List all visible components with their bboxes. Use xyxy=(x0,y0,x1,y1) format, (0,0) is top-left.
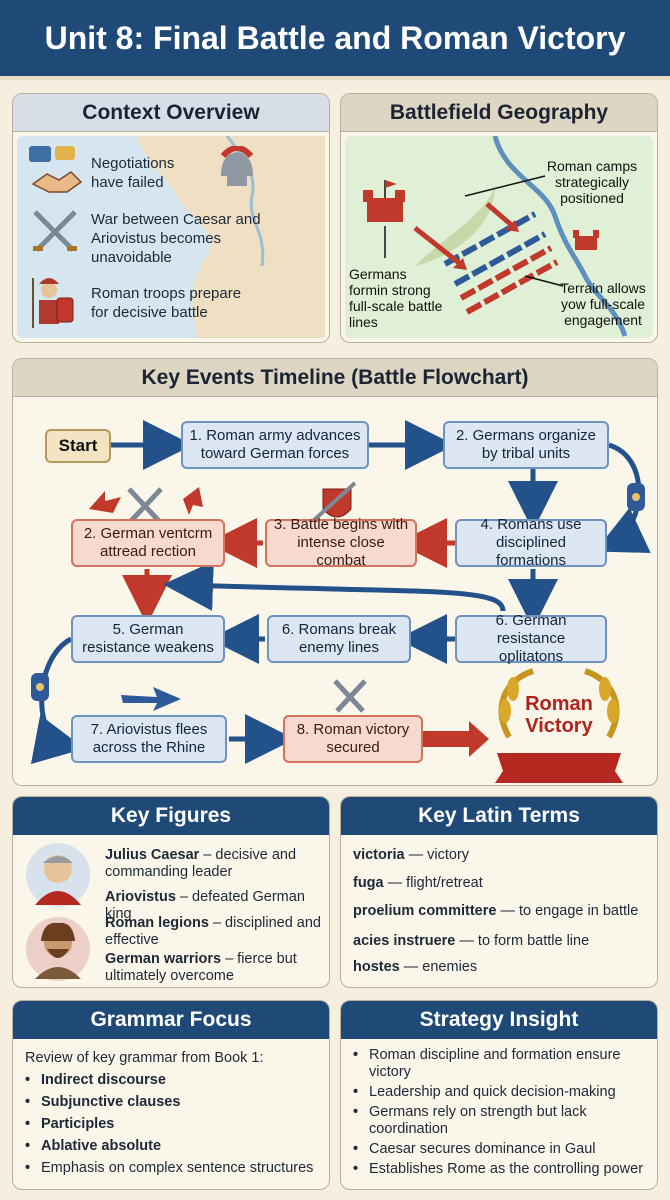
grammar-intro: Review of key grammar from Book 1: xyxy=(25,1050,264,1066)
caesar-portrait-icon xyxy=(26,843,90,907)
flow-node-2: 2. Germans organize by tribal units xyxy=(443,421,609,469)
key-latin-terms-panel: Key Latin Terms victoria — victory fuga … xyxy=(340,796,658,988)
figure-desc-2: – defeated German king xyxy=(105,889,305,922)
flow-node-1: 1. Roman army advances toward German for… xyxy=(181,421,369,469)
grammar-item-2: Subjunctive clauses xyxy=(25,1091,325,1113)
shield-icon xyxy=(627,483,645,511)
grammar-item-4: Ablative absolute xyxy=(25,1135,325,1157)
latin-term-word-4: acies instruere xyxy=(353,933,456,949)
laurel-wreath-icon xyxy=(495,668,623,783)
key-figures-heading: Key Figures xyxy=(13,797,329,835)
context-item-3: Roman troops prepare for decisive battle xyxy=(91,285,242,321)
timeline-heading: Key Events Timeline (Battle Flowchart) xyxy=(13,359,657,397)
context-item-2: War between Caesar and Ariovistus become… xyxy=(91,211,261,266)
page-title: Unit 8: Final Battle and Roman Victory xyxy=(0,0,670,80)
context-overview-heading: Context Overview xyxy=(13,94,329,132)
key-latin-terms-heading: Key Latin Terms xyxy=(341,797,657,835)
figure-item-1: Julius Caesar – decisive and commanding … xyxy=(105,847,321,881)
context-item-1: Negotiations have failed xyxy=(91,155,175,191)
grammar-item-3: Participles xyxy=(25,1113,325,1135)
latin-term-meaning-3: — to engage in battle xyxy=(496,903,639,919)
battlefield-geography-panel: Battlefield Geography Roman cam xyxy=(340,93,658,343)
latin-term-word-1: victoria xyxy=(353,847,405,863)
strategy-item-1: Roman discipline and formation ensure vi… xyxy=(353,1047,649,1081)
strategy-item-5: Establishes Rome as the controlling powe… xyxy=(353,1161,649,1178)
figure-name-4: German warriors xyxy=(105,951,222,967)
map-background xyxy=(17,136,325,338)
flow-node-4: 3. Battle begins with intense close comb… xyxy=(265,516,417,569)
flow-node-8: 5. German resistance weakens xyxy=(71,615,225,663)
latin-term-meaning-2: — flight/retreat xyxy=(383,875,483,891)
figure-desc-4: – fierce but ultimately overcome xyxy=(105,951,297,984)
latin-term-word-2: fuga xyxy=(353,875,384,891)
timeline-panel: Key Events Timeline (Battle Flowchart) xyxy=(12,358,658,786)
key-figures-panel: Key Figures Julius Caesar – decisive and… xyxy=(12,796,330,988)
strategy-item-4: Caesar secures dominance in Gaul xyxy=(353,1141,649,1158)
flow-node-9: 7. Ariovistus flees across the Rhine xyxy=(71,715,227,763)
crossed-swords-icon xyxy=(33,210,77,252)
latin-term-2: fuga — flight/retreat xyxy=(353,875,483,891)
flow-node-3: 4. Romans use disciplined formations xyxy=(455,516,607,569)
figure-item-3: Roman legions – disciplined and effectiv… xyxy=(105,915,321,949)
latin-term-meaning-5: — enemies xyxy=(399,959,478,975)
shield-sword-icon xyxy=(311,481,357,523)
figure-name-1: Julius Caesar xyxy=(105,847,200,863)
crossed-swords-icon xyxy=(333,679,367,713)
speech-bubbles-handshake-icon xyxy=(29,146,83,193)
victory-line-2: Victory xyxy=(525,715,593,737)
grammar-item-1: Indirect discourse xyxy=(25,1069,325,1091)
crossed-swords-icon xyxy=(127,487,163,523)
latin-term-3: proelium committere — to engage in battl… xyxy=(353,903,638,919)
battlefield-geography-heading: Battlefield Geography xyxy=(341,94,657,132)
flow-node-6: 6. German resistance oplitatons xyxy=(455,612,607,665)
figure-name-2: Ariovistus xyxy=(105,889,176,905)
latin-term-4: acies instruere — to form battle line xyxy=(353,933,589,949)
shield-icon xyxy=(31,673,49,701)
roman-camp-icon xyxy=(363,180,405,222)
strategy-list: Roman discipline and formation ensure vi… xyxy=(353,1047,649,1181)
strategy-item-3: Germans rely on strength but lack coordi… xyxy=(353,1104,649,1138)
roman-soldier-icon xyxy=(32,278,74,328)
latin-term-meaning-4: — to form battle line xyxy=(455,933,590,949)
grammar-item-5: Emphasis on complex sentence structures xyxy=(25,1157,325,1179)
figure-item-4: German warriors – fierce but ultimately … xyxy=(105,951,321,985)
grammar-list: Review of key grammar from Book 1: Indir… xyxy=(25,1047,325,1179)
fleeing-arrow-icon xyxy=(121,687,181,711)
roman-victory-label: Roman Victory xyxy=(519,693,599,737)
latin-term-5: hostes — enemies xyxy=(353,959,477,975)
figure-desc-3: – disciplined and effective xyxy=(105,915,321,948)
flow-node-7: 6. Romans break enemy lines xyxy=(267,615,411,663)
strategy-item-2: Leadership and quick decision-making xyxy=(353,1084,649,1101)
strategy-insight-heading: Strategy Insight xyxy=(341,1001,657,1039)
flowchart-connectors xyxy=(30,420,651,783)
latin-term-meaning-1: — victory xyxy=(404,847,470,863)
battlefield-map xyxy=(345,136,653,338)
geo-label-terrain: Terrain allows yow full-scale engagement xyxy=(560,280,646,328)
context-overview-panel: Context Overview Negotiations have faile… xyxy=(12,93,330,343)
flow-start: Start xyxy=(45,429,111,463)
grammar-focus-heading: Grammar Focus xyxy=(13,1001,329,1039)
figure-item-2: Ariovistus – defeated German king xyxy=(105,889,321,923)
strategy-insight-panel: Strategy Insight Roman discipline and fo… xyxy=(340,1000,658,1190)
german-warrior-portrait-icon xyxy=(26,917,90,981)
latin-term-word-3: proelium committere xyxy=(353,903,497,919)
latin-term-word-5: hostes xyxy=(353,959,400,975)
flow-node-5: 2. German ventcrm attread rection xyxy=(71,519,225,567)
helmet-icon xyxy=(220,146,254,186)
figure-desc-1: – decisive and commanding leader xyxy=(105,847,297,880)
geo-label-camps: Roman camps strategically positioned xyxy=(546,158,638,206)
grammar-focus-panel: Grammar Focus Review of key grammar from… xyxy=(12,1000,330,1190)
geo-label-germans: Germans formin strong full-scale battle … xyxy=(349,266,443,330)
victory-line-1: Roman xyxy=(525,693,593,715)
figure-name-3: Roman legions xyxy=(105,915,209,931)
latin-term-1: victoria — victory xyxy=(353,847,469,863)
flow-node-10: 8. Roman victory secured xyxy=(283,715,423,763)
